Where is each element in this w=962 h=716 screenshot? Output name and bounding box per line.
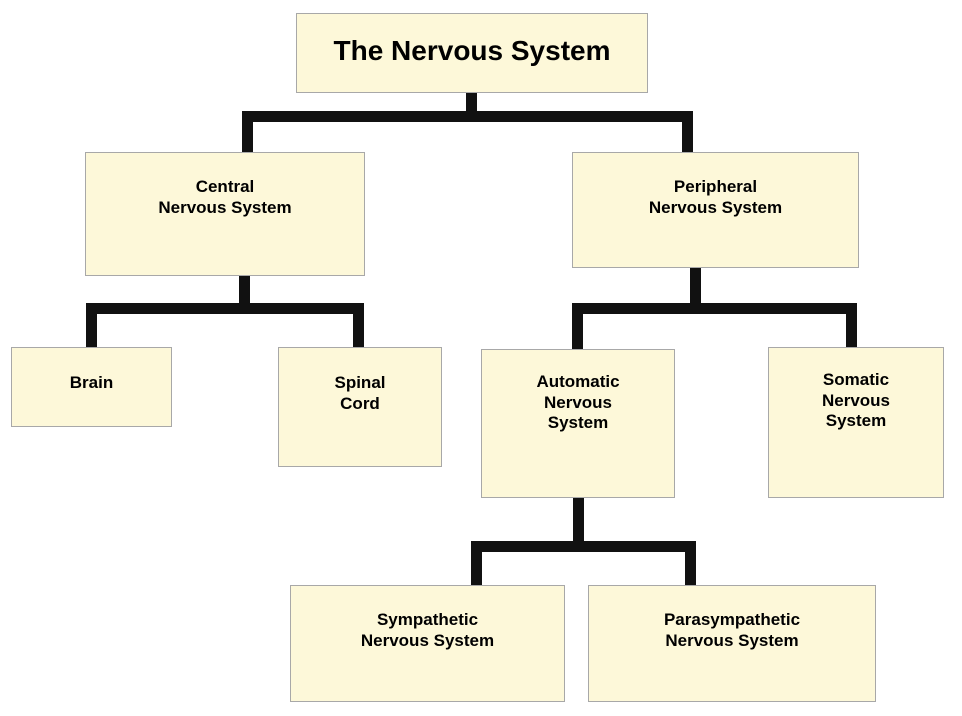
edge-cns-to-brain-drop <box>86 303 97 349</box>
edge-pns-stem <box>690 268 701 307</box>
node-parasympathetic-nervous-system[interactable]: Parasympathetic Nervous System <box>588 585 876 702</box>
edge-autonomic-to-parasympathetic-drop <box>685 541 696 587</box>
node-label-line-1: Sympathetic <box>376 610 479 629</box>
edge-pns-to-somatic-drop <box>846 303 857 349</box>
edge-root-to-cns-drop <box>242 111 253 154</box>
node-peripheral-nervous-system[interactable]: Peripheral Nervous System <box>572 152 859 268</box>
node-label-line-2: Cord <box>340 393 380 413</box>
node-label-line-2: Nervous System <box>665 630 799 650</box>
node-label-line-2: Nervous System <box>648 197 783 217</box>
node-sympathetic-nervous-system[interactable]: Sympathetic Nervous System <box>290 585 565 702</box>
edge-cns-to-spinal-cord-drop <box>353 303 364 349</box>
node-label-line-1: Somatic <box>822 370 890 389</box>
edge-autonomic-stem <box>573 498 584 543</box>
node-label-line-1: Brain <box>69 373 114 392</box>
edge-cns-crossbar <box>86 303 364 314</box>
node-label-block: Parasympathetic Nervous System <box>589 610 875 651</box>
node-spinal-cord[interactable]: Spinal Cord <box>278 347 442 467</box>
node-label-line-1: Automatic <box>536 372 620 391</box>
node-label-line-2: Nervous <box>821 390 891 410</box>
node-automatic-nervous-system[interactable]: Automatic Nervous System <box>481 349 675 498</box>
node-label-block: Peripheral Nervous System <box>573 177 858 218</box>
node-central-nervous-system[interactable]: Central Nervous System <box>85 152 365 276</box>
node-label-line-1: Peripheral <box>673 177 758 196</box>
node-label-block: Brain <box>12 373 171 394</box>
node-label-line-3: System <box>825 411 887 431</box>
edge-autonomic-crossbar <box>471 541 696 552</box>
node-label-line-1: Spinal <box>334 373 386 392</box>
node-label-line-1: Parasympathetic <box>663 610 801 629</box>
node-label-block: Somatic Nervous System <box>769 370 943 432</box>
node-label-line-2: Nervous System <box>360 630 495 650</box>
edge-root-crossbar <box>242 111 693 122</box>
node-label-block: Spinal Cord <box>279 373 441 414</box>
node-label-line-3: System <box>547 413 609 433</box>
edge-pns-to-autonomic-drop <box>572 303 583 351</box>
node-the-nervous-system[interactable]: The Nervous System <box>296 13 648 93</box>
node-label-block: Automatic Nervous System <box>482 372 674 434</box>
node-somatic-nervous-system[interactable]: Somatic Nervous System <box>768 347 944 498</box>
node-label-line-1: The Nervous System <box>333 35 611 66</box>
node-label-line-1: Central <box>195 177 255 196</box>
edge-root-stem <box>466 93 477 116</box>
node-label-block: Central Nervous System <box>86 177 364 218</box>
node-label-line-2: Nervous System <box>158 197 292 217</box>
node-brain[interactable]: Brain <box>11 347 172 427</box>
edge-cns-stem <box>239 276 250 307</box>
edge-root-to-pns-drop <box>682 111 693 154</box>
node-label-line-2: Nervous <box>543 392 613 412</box>
edge-pns-crossbar <box>572 303 857 314</box>
edge-autonomic-to-sympathetic-drop <box>471 541 482 587</box>
node-label-block: Sympathetic Nervous System <box>291 610 564 651</box>
